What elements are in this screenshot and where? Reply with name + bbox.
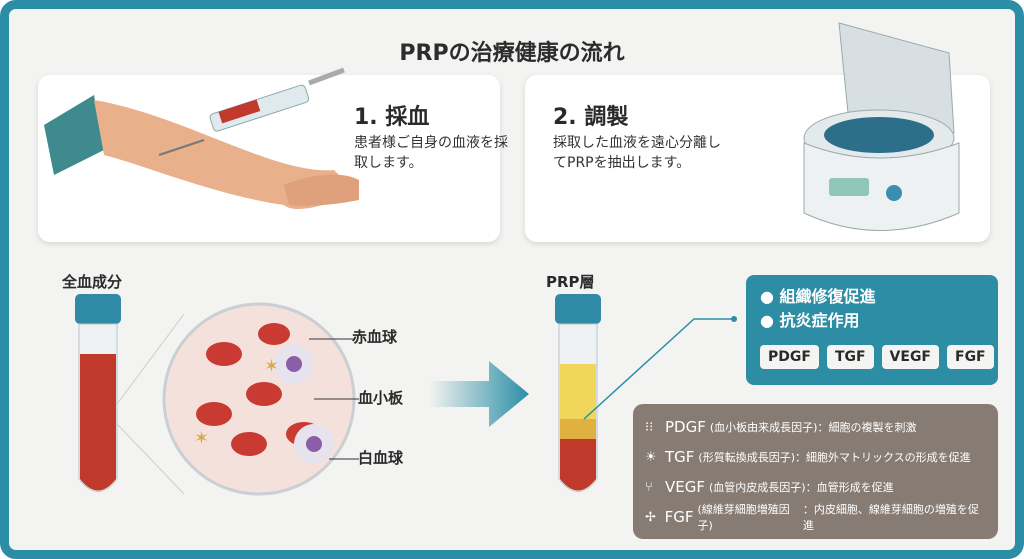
factor-name: FGF	[664, 508, 694, 526]
prp-effects-panel: ● 組織修復促進 ● 抗炎症作用 PDGF TGF VEGF FGF	[746, 275, 998, 385]
factor-effect: ：細胞外マトリックスの形成を促進	[795, 451, 971, 464]
factor-fullname: (血小板由来成長因子)	[709, 421, 818, 434]
red-blood-cell-label: 赤血球	[352, 328, 398, 346]
effect-text: 組織修復促進	[779, 287, 876, 306]
step-1-title: 1. 採血	[354, 105, 430, 130]
step-1-card: 1. 採血 患者様ご自身の血液を採取します。	[38, 67, 508, 242]
factor-fullname: (血管内皮成長因子)	[709, 481, 806, 494]
factor-name: PDGF	[665, 418, 706, 436]
factor-effect: ：血管形成を促進	[805, 481, 894, 494]
svg-text:✶: ✶	[194, 428, 209, 449]
platelet-label: 血小板	[358, 389, 404, 407]
step-2-title: 2. 調製	[553, 105, 629, 130]
factor-fullname: (線維芽細胞増殖因子)	[697, 503, 790, 532]
effect-bullet: ● 組織修復促進	[760, 287, 876, 306]
svg-text:✶: ✶	[264, 356, 279, 377]
prp-tube-illustration	[555, 294, 737, 492]
factor-chip-vegf: VEGF	[881, 345, 939, 369]
factor-chip-tgf: TGF	[826, 345, 874, 369]
factor-effect: ：内皮細胞、線維芽細胞の増殖を促進	[802, 503, 979, 532]
sun-icon: ☀	[645, 449, 657, 465]
factor-row: ✢ FGF(線維芽細胞増殖因子) ：内皮細胞、線維芽細胞の増殖を促進	[645, 502, 986, 532]
page-title: PRPの治療健康の流れ	[399, 41, 625, 66]
whole-blood-tube-illustration: ✶✶	[75, 294, 359, 496]
factor-chip-pdgf: PDGF	[760, 345, 819, 369]
step-2-description: 採取した血液を遠心分離してPRPを抽出します。	[553, 135, 721, 171]
white-blood-cell-label: 白血球	[358, 449, 404, 467]
factor-row: ⑂ VEGF (血管内皮成長因子)：血管形成を促進	[645, 472, 986, 502]
factor-row: ⁝⁝ PDGF(血小板由来成長因子)：細胞の複製を刺激	[645, 412, 986, 442]
dots-icon: ⁝⁝	[645, 419, 654, 435]
factor-name: TGF	[665, 448, 695, 466]
factor-chip-fgf: FGF	[947, 345, 994, 369]
arm-syringe-illustration	[44, 67, 359, 210]
effect-bullet: ● 抗炎症作用	[760, 311, 860, 330]
whole-blood-label: 全血成分	[62, 273, 123, 291]
factor-name: VEGF	[665, 478, 705, 496]
factor-row: ☀ TGF(形質転換成長因子)：細胞外マトリックスの形成を促進	[645, 442, 986, 472]
arrow-right-icon	[429, 361, 529, 427]
effect-text: 抗炎症作用	[779, 311, 860, 330]
prp-layer-label: PRP層	[546, 273, 595, 291]
cross-icon: ✢	[645, 509, 656, 525]
factor-fullname: (形質転換成長因子)	[698, 451, 796, 464]
growth-factor-details-panel: ⁝⁝ PDGF(血小板由来成長因子)：細胞の複製を刺激 ☀ TGF(形質転換成長因子…	[633, 404, 998, 539]
step-1-description: 患者様ご自身の血液を採取します。	[354, 135, 508, 171]
branch-icon: ⑂	[645, 479, 653, 495]
centrifuge-illustration	[803, 22, 960, 231]
factor-effect: ：細胞の複製を刺激	[817, 421, 917, 434]
